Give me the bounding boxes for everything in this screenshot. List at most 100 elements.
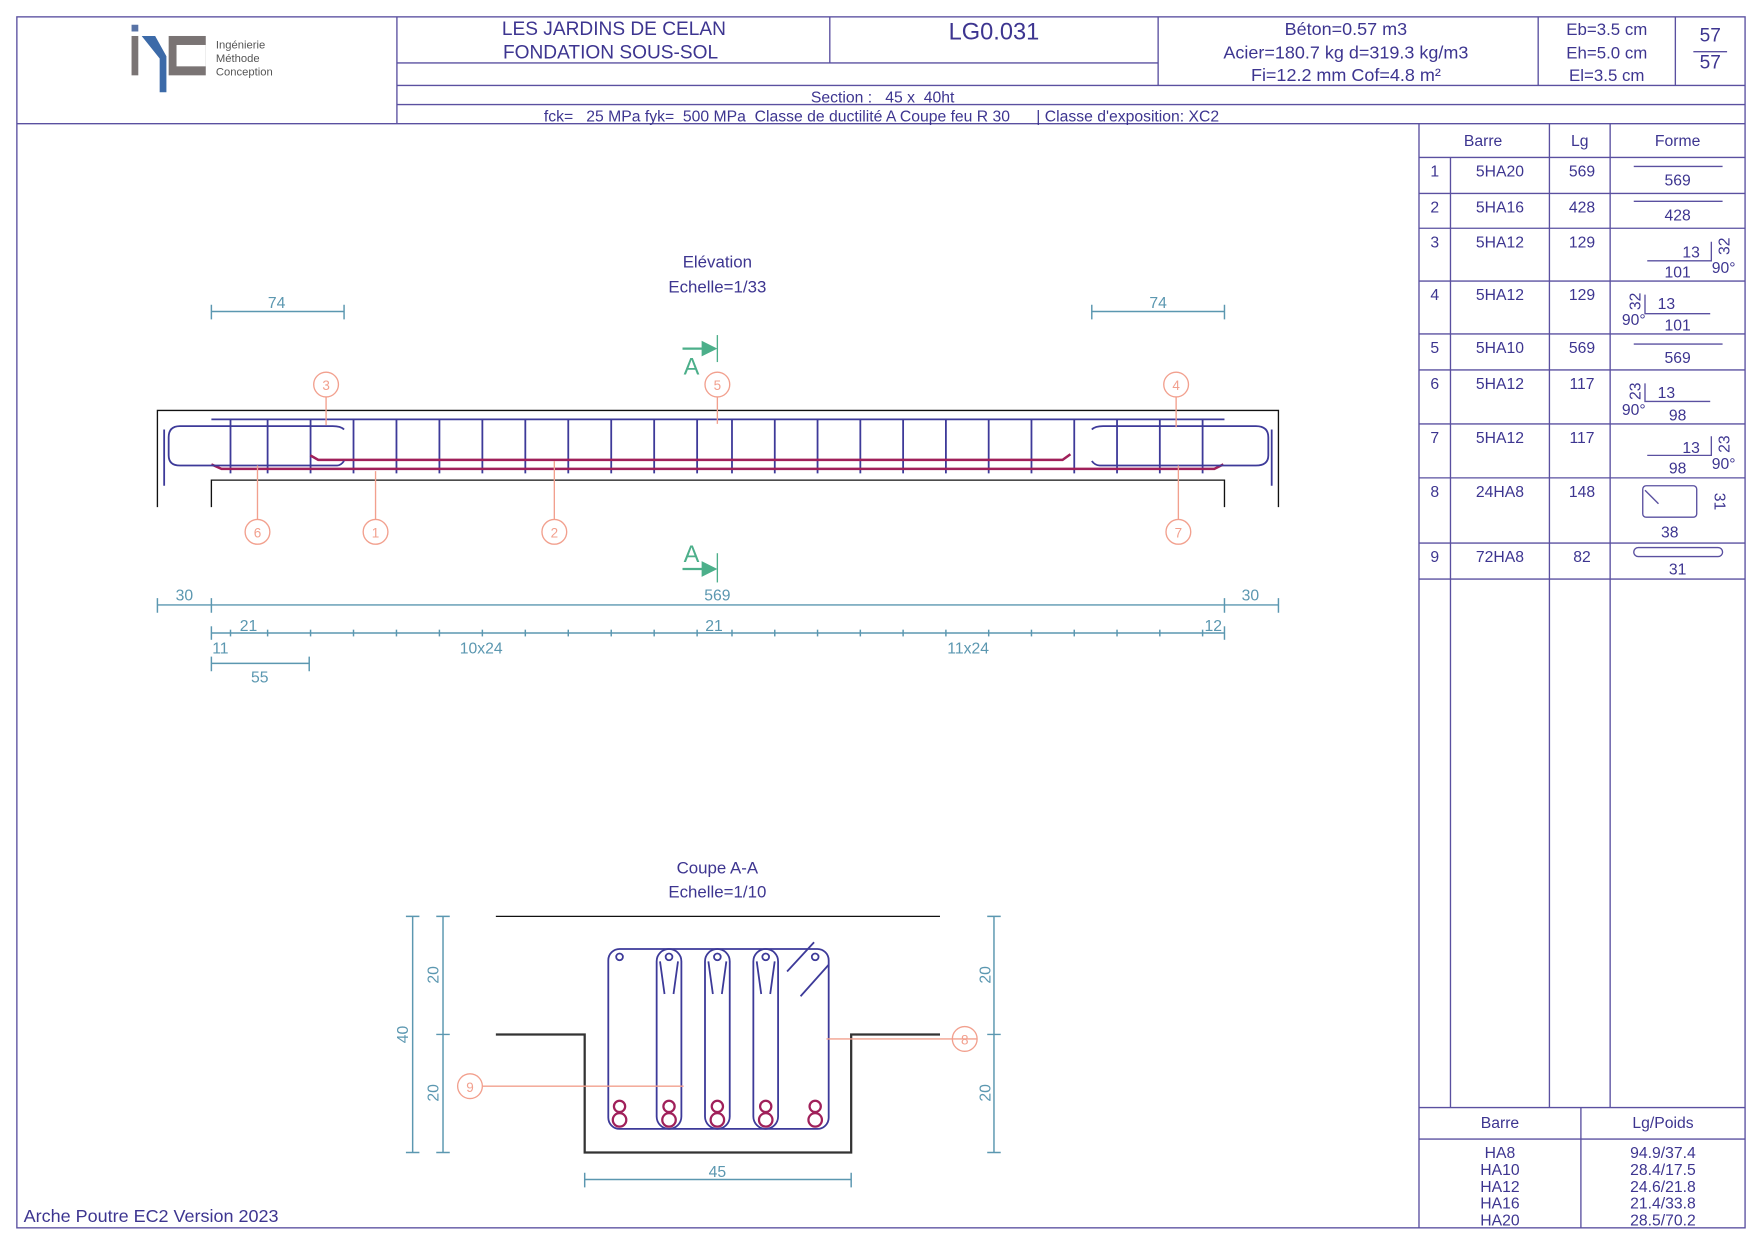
- bar-length: 117: [1569, 376, 1594, 393]
- dim-left-20-top: 20: [426, 966, 443, 984]
- concrete-volume: Béton=0.57 m3: [1285, 19, 1407, 39]
- bottom-bar: [757, 1112, 774, 1128]
- bar-2: [309, 453, 1072, 462]
- summary-length-weight: 24.6/21.8: [1630, 1179, 1696, 1196]
- project-subtitle: FONDATION SOUS-SOL: [503, 42, 718, 63]
- dim-left-30: 30: [176, 587, 194, 604]
- dim-left-20-bottom: 20: [426, 1084, 443, 1102]
- hairpins-9: [611, 948, 824, 1130]
- callout-7: 7: [1175, 525, 1183, 540]
- section-scale: Echelle=1/10: [668, 882, 766, 901]
- summary-length-weight: 21.4/33.8: [1630, 1196, 1696, 1213]
- bottom-bar: [709, 1112, 726, 1128]
- bar-diameter-formwork: Fi=12.2 mm Cof=4.8 m²: [1251, 65, 1441, 85]
- elevation-view: Elévation Echelle=1/33 74 74 A A: [156, 253, 1280, 687]
- summary-row: HA20 28.5/70.2: [1480, 1213, 1696, 1230]
- bottom-bar: [612, 1099, 627, 1114]
- dim-12: 12: [1204, 618, 1222, 635]
- bottom-bar: [611, 1112, 628, 1128]
- shape-7-height: 23: [1716, 435, 1733, 453]
- page-count: 57: [1700, 53, 1721, 74]
- steel-weight: Acier=180.7 kg d=319.3 kg/m3: [1223, 42, 1468, 62]
- shape-6-hook: 13: [1658, 385, 1676, 402]
- section-size: Section : 45 x 40ht: [811, 89, 955, 106]
- dim-width-45: 45: [709, 1164, 727, 1181]
- bottom-bar: [662, 1099, 676, 1114]
- top-bar: [810, 952, 820, 962]
- section-outline: [495, 1033, 940, 1154]
- bar-number: 5: [1430, 340, 1439, 357]
- dim-55: 55: [251, 670, 269, 687]
- imc-logo: Ingénierie Méthode Conception: [131, 24, 273, 93]
- summary-header-lg: Lg/Poids: [1632, 1115, 1693, 1132]
- summary-bar-type: HA12: [1480, 1179, 1519, 1196]
- section-title: Coupe A-A: [677, 859, 759, 878]
- hairpin: [704, 948, 731, 1130]
- bar-number: 9: [1430, 549, 1439, 566]
- bar-length: 428: [1569, 200, 1596, 217]
- bar-4-7-right: [1091, 425, 1270, 467]
- bar-designation: 5HA12: [1476, 234, 1524, 251]
- shape-6-length: 98: [1669, 408, 1687, 425]
- logo-text-line3: Conception: [216, 66, 273, 78]
- elevation-scale: Echelle=1/33: [668, 277, 766, 296]
- section-label-a-top: A: [684, 354, 700, 380]
- elevation-callouts: 1 2 3 4 5 6 7: [244, 371, 1192, 545]
- summary-bar-type: HA20: [1480, 1213, 1520, 1230]
- col-header-forme: Forme: [1655, 133, 1701, 150]
- bottom-bar: [808, 1099, 822, 1114]
- material-specs: fck= 25 MPa fyk= 500 MPa Classe de ducti…: [544, 108, 1219, 125]
- bar-length: 117: [1569, 430, 1594, 447]
- bar-designation: 5HA12: [1476, 287, 1524, 304]
- shape-4-length: 101: [1664, 318, 1690, 335]
- hairpin: [655, 948, 683, 1130]
- shape-7-hook: 13: [1682, 440, 1700, 457]
- shape-6-angle: 90°: [1622, 402, 1646, 419]
- col-header-barre: Barre: [1464, 133, 1503, 150]
- shape-4-hook: 13: [1658, 296, 1676, 313]
- top-bar: [761, 952, 770, 962]
- bar-designation: 5HA12: [1476, 376, 1524, 393]
- dim-11x24: 11x24: [947, 640, 989, 657]
- summary-length-weight: 28.5/70.2: [1630, 1213, 1696, 1230]
- callout-2: 2: [551, 525, 559, 540]
- bar-length: 129: [1569, 234, 1595, 251]
- project-name: LES JARDINS DE CELAN: [502, 19, 726, 40]
- callout-8: 8: [961, 1033, 969, 1048]
- dim-right-30: 30: [1242, 587, 1260, 604]
- cover-el: El=3.5 cm: [1569, 66, 1644, 85]
- dim-11: 11: [212, 640, 228, 657]
- elevation-title: Elévation: [683, 253, 752, 272]
- summary-length-weight: 28.4/17.5: [1630, 1162, 1696, 1179]
- cover-eh: Eh=5.0 cm: [1566, 43, 1647, 62]
- bar-designation: 24HA8: [1476, 484, 1524, 501]
- section-label-a-bottom: A: [684, 542, 700, 568]
- bottom-bar: [758, 1099, 773, 1114]
- bottom-bar: [710, 1099, 725, 1114]
- top-bar: [615, 952, 624, 962]
- shape-3-hook: 13: [1682, 244, 1700, 261]
- section-mark-bottom: A: [682, 542, 719, 583]
- bar-designation: 5HA16: [1476, 200, 1524, 217]
- shape-6-height: 23: [1627, 382, 1644, 400]
- title-block: [16, 16, 1746, 125]
- bar-length: 129: [1569, 287, 1595, 304]
- shape-3-angle: 90°: [1712, 260, 1736, 277]
- dim-height-40: 40: [395, 1025, 412, 1043]
- bar-number: 8: [1430, 484, 1439, 501]
- hairpin: [752, 948, 779, 1130]
- shape-3-height: 32: [1716, 237, 1733, 255]
